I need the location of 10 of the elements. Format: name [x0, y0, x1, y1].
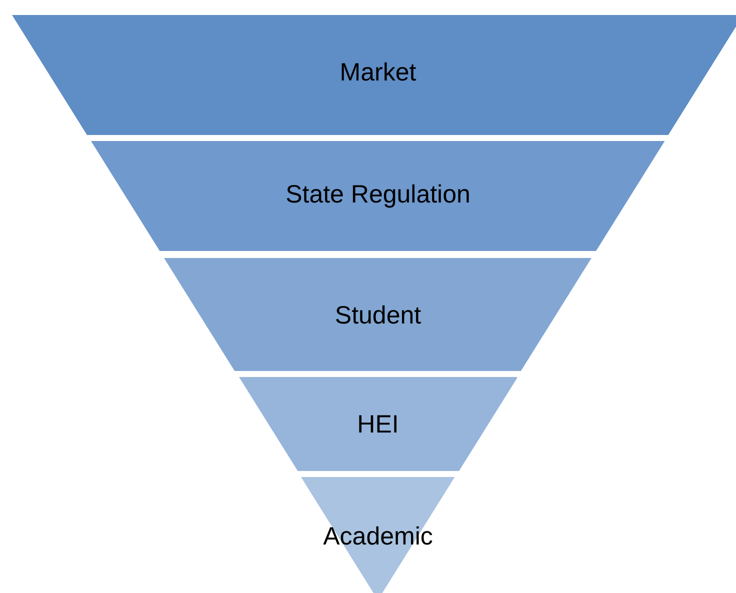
funnel-segment: [91, 141, 665, 251]
funnel-segment: [12, 15, 736, 135]
segment-label: Market: [340, 58, 416, 88]
funnel-segment: [238, 377, 518, 471]
segment-label: Student: [334, 302, 422, 330]
funnel-segment: [301, 477, 455, 593]
segment-label: State Regulation: [286, 180, 470, 210]
funnel-segment: [164, 258, 592, 371]
segment-label: HEI: [357, 410, 399, 440]
segment-label: Academic: [323, 522, 433, 552]
